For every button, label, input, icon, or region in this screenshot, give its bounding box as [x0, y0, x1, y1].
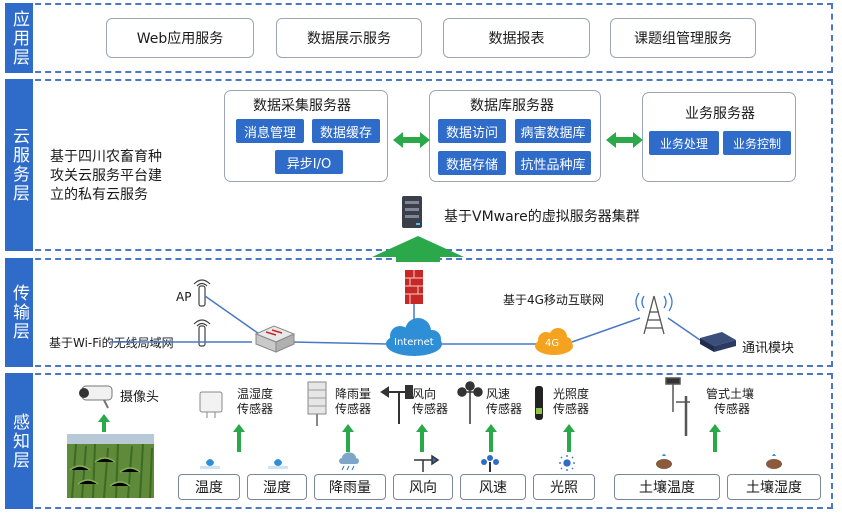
camera-label: 摄像头: [120, 390, 160, 405]
data-cache: 数据缓存: [312, 119, 380, 143]
transport-layer-label: 传输层: [5, 258, 33, 367]
sensor-soil-tube-label: 管式土壤传感器: [706, 387, 755, 416]
resistant-variety-db: 抗性品种库: [515, 151, 591, 175]
internet-label: Internet: [394, 337, 434, 348]
biz-server-title: 业务服务器: [685, 106, 755, 122]
up-arrow-icon: [372, 236, 464, 262]
perception-layer-label: 感知层: [5, 373, 33, 509]
data-access: 数据访问: [438, 119, 506, 143]
data-storage: 数据存储: [438, 151, 506, 175]
light-sensor-icon: [535, 386, 543, 420]
data-report: 数据报表: [443, 18, 590, 58]
light-icon: [559, 455, 575, 471]
rain-icon: [339, 452, 359, 471]
disease-db: 病害数据库: [515, 119, 591, 143]
wind-vane-icon: [380, 385, 413, 424]
temp-humidity-sensor-icon: [199, 391, 223, 418]
sensor-wind-dir-label: 风向传感器: [412, 387, 449, 416]
box-humidity: 湿度: [247, 474, 307, 500]
wind-speed-icon: [481, 455, 499, 472]
temperature-icon: [200, 459, 220, 469]
field-photo: [67, 434, 154, 499]
data-display-service: 数据展示服务: [276, 18, 422, 58]
sensor-light-label: 光照度传感器: [553, 387, 590, 416]
firewall-icon: [405, 270, 423, 304]
private-cloud-note: 基于四川农畜育种 攻关云服务平台建 立的私有云服务: [50, 149, 162, 203]
wind-direction-icon: [414, 454, 440, 472]
ap-antenna-icon: [193, 279, 211, 307]
sensor-wind-speed-label: 风速传感器: [486, 387, 523, 416]
soil-tube-sensor-icon: [665, 377, 690, 436]
wifi-label: 基于Wi-Fi的无线局域网: [49, 336, 174, 350]
sensor-temp-humidity-label: 温湿度传感器: [237, 387, 274, 416]
biz-process: 业务处理: [649, 131, 719, 155]
ap-label: AP: [176, 290, 192, 304]
collect-server-title: 数据采集服务器: [253, 98, 351, 114]
camera-icon: [79, 385, 113, 409]
4g-cloud-icon: [535, 328, 573, 355]
module-label: 通讯模块: [742, 341, 795, 356]
app-layer-label: 应用层: [5, 3, 33, 73]
sensor-rain-label: 降雨量传感器: [335, 387, 372, 416]
biz-control: 业务控制: [723, 131, 791, 155]
humidity-icon: [268, 459, 288, 469]
anemometer-icon: [457, 381, 483, 424]
4g-label: 4G: [545, 338, 560, 349]
db-server-title: 数据库服务器: [470, 98, 554, 114]
mobile-net-label: 基于4G移动互联网: [503, 293, 604, 307]
server-icon: [402, 196, 422, 228]
wifi-antenna-icon: [193, 319, 211, 347]
switch-icon: [254, 325, 296, 353]
internet-cloud-icon: [386, 318, 442, 356]
soil-temperature-icon: [656, 454, 672, 469]
box-temperature: 温度: [178, 474, 240, 500]
box-soil-humidity: 土壤湿度: [727, 474, 821, 500]
box-soil-temperature: 土壤温度: [614, 474, 720, 500]
box-wind-speed: 风速: [460, 474, 526, 500]
box-light: 光照: [533, 474, 595, 500]
double-arrow-icon: [606, 132, 643, 148]
comm-module-icon: [700, 332, 736, 352]
box-rainfall: 降雨量: [314, 474, 386, 500]
cloud-layer-label: 云服务层: [5, 79, 33, 251]
soil-humidity-icon: [766, 454, 782, 469]
box-wind-direction: 风向: [393, 474, 453, 500]
vm-cluster-label: 基于VMware的虚拟服务器集群: [444, 209, 640, 225]
cell-tower-icon: [635, 292, 673, 335]
rain-gauge-icon: [307, 381, 327, 426]
web-app-service: Web应用服务: [106, 18, 254, 58]
up-arrow-icon: [98, 414, 721, 452]
async-io: 异步I/O: [275, 150, 343, 174]
double-arrow-icon: [393, 132, 430, 148]
msg-manage: 消息管理: [236, 119, 304, 143]
group-management-service: 课题组管理服务: [610, 18, 756, 58]
